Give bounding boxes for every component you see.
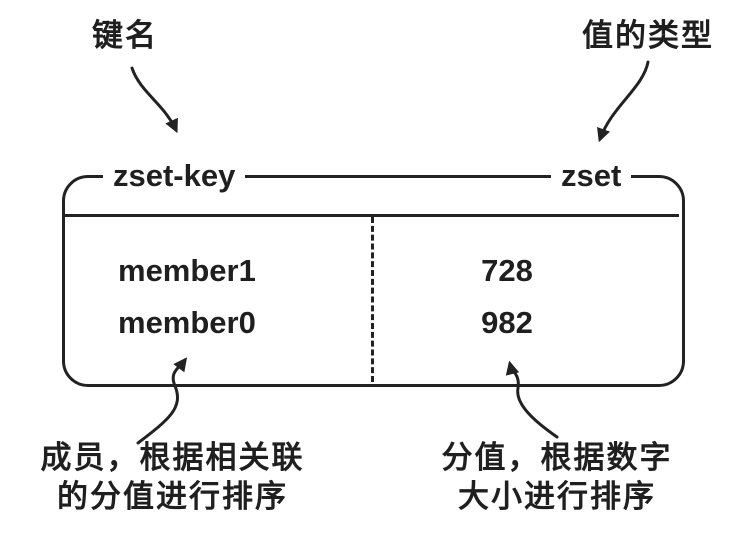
- key-name-arrow: [130, 66, 178, 134]
- score-value: 728: [481, 253, 533, 288]
- member-note: 成员，根据相关联 的分值进行排序: [20, 438, 325, 516]
- member-value: member1: [118, 253, 256, 288]
- zset-box: [62, 175, 685, 387]
- header-separator-line: [65, 214, 679, 217]
- zset-key-label: zset-key: [103, 159, 246, 193]
- key-name-callout: 键名: [92, 18, 158, 53]
- score-note-line2: 大小进行排序: [458, 479, 656, 514]
- score-value: 982: [481, 305, 533, 340]
- zset-type-label: zset: [551, 159, 632, 193]
- score-note-line1: 分值，根据数字: [441, 440, 673, 475]
- member-note-line2: 的分值进行排序: [57, 479, 288, 514]
- value-type-arrow: [597, 60, 650, 143]
- score-note: 分值，根据数字 大小进行排序: [437, 438, 677, 516]
- member-note-line1: 成员，根据相关联: [40, 440, 305, 475]
- value-type-callout: 值的类型: [582, 18, 714, 53]
- member-score-divider: [371, 217, 374, 382]
- member-value: member0: [118, 305, 256, 340]
